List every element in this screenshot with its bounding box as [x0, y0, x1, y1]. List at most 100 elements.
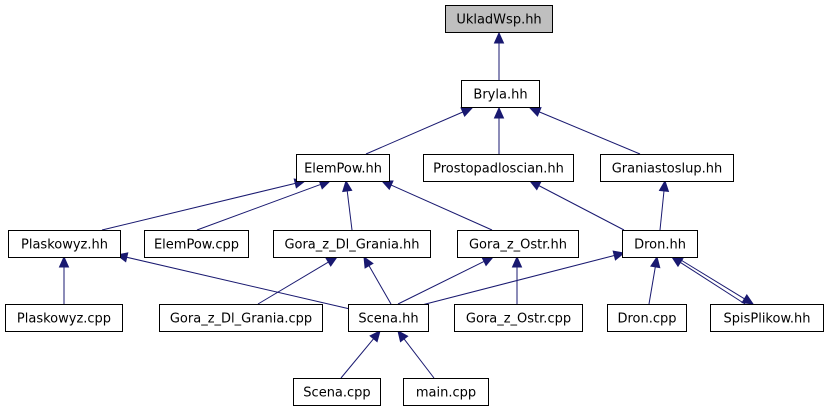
- node-label: Gora_z_Ostr.cpp: [466, 312, 571, 327]
- file-node-plaskowyz-hh[interactable]: Plaskowyz.hh: [8, 230, 121, 258]
- file-node-spisplikow[interactable]: SpisPlikow.hh: [710, 304, 824, 332]
- arrowhead-icon: [342, 179, 353, 193]
- arrowhead-icon: [493, 31, 505, 44]
- node-box: [457, 230, 579, 258]
- include-edge-bryla-to-ukladwsp: [493, 31, 505, 80]
- file-node-gora-dl-hh[interactable]: Gora_z_Dl_Grania.hh: [273, 230, 431, 258]
- edge-line: [659, 190, 665, 231]
- edge-line: [403, 338, 435, 379]
- arrowhead-icon: [528, 180, 542, 191]
- file-node-graniastoslup[interactable]: Graniastoslup.hh: [600, 154, 734, 182]
- node-label: Gora_z_Ostr.hh: [469, 238, 567, 253]
- include-edge-scena_cpp-to-scena_hh: [340, 330, 381, 379]
- node-box: [293, 378, 381, 406]
- include-edge-main_cpp-to-scena_hh: [397, 330, 435, 379]
- node-label: Scena.hh: [358, 312, 418, 327]
- arrowhead-icon: [650, 255, 661, 269]
- file-node-scena-hh[interactable]: Scena.hh: [348, 304, 429, 332]
- file-node-dron-hh[interactable]: Dron.hh: [622, 230, 698, 258]
- node-label: Scena.cpp: [303, 386, 370, 401]
- edge-line: [126, 256, 351, 310]
- edge-line: [390, 184, 493, 231]
- edge-line: [365, 111, 464, 155]
- node-label: ElemPow.cpp: [154, 238, 239, 253]
- arrowhead-icon: [363, 255, 374, 269]
- include-edge-dron_cpp-to-dron_hh: [648, 255, 661, 305]
- node-label: Dron.hh: [634, 238, 686, 253]
- arrowhead-icon: [58, 255, 70, 268]
- file-node-prostopadloscian[interactable]: Prostopadloscian.hh: [423, 154, 574, 182]
- file-node-ukladwsp: UkladWsp.hh: [445, 5, 553, 33]
- node-box: [144, 230, 249, 258]
- arrowhead-icon: [397, 330, 409, 343]
- include-edge-graniastoslup-to-bryla: [528, 107, 641, 155]
- arrowhead-icon: [460, 107, 474, 118]
- node-box: [622, 230, 698, 258]
- edge-line: [539, 111, 641, 155]
- file-node-main-cpp[interactable]: main.cpp: [403, 378, 489, 406]
- node-label: ElemPow.hh: [304, 162, 382, 177]
- node-box: [607, 304, 687, 332]
- file-node-gora-dl-cpp[interactable]: Gora_z_Dl_Grania.cpp: [159, 304, 323, 332]
- edge-line: [538, 185, 625, 231]
- node-box: [454, 304, 583, 332]
- node-box: [8, 230, 121, 258]
- node-box: [273, 230, 431, 258]
- include-edge-gora_ostr_cpp-to-gora_ostr_hh: [511, 255, 523, 304]
- include-edge-scena_hh-to-plaskowyz_hh: [115, 252, 351, 310]
- include-edge-plaskowyz_hh-to-elempow_hh: [101, 178, 307, 231]
- edge-line: [346, 190, 353, 231]
- arrowhead-icon: [612, 250, 626, 261]
- file-node-elempow-cpp[interactable]: ElemPow.cpp: [144, 230, 249, 258]
- include-edge-elempow_hh-to-bryla: [365, 107, 474, 155]
- node-label: SpisPlikow.hh: [723, 312, 810, 327]
- node-label: Plaskowyz.cpp: [17, 312, 111, 327]
- edges-layer: [58, 31, 755, 379]
- node-label: Graniastoslup.hh: [612, 162, 723, 177]
- node-box: [159, 304, 323, 332]
- node-box: [423, 154, 574, 182]
- edge-line: [413, 255, 615, 308]
- include-edge-gora_ostr_hh-to-elempow_hh: [380, 180, 493, 231]
- node-label: main.cpp: [416, 386, 476, 401]
- node-box: [296, 154, 390, 182]
- node-box: [403, 378, 489, 406]
- node-label: Dron.cpp: [617, 312, 676, 327]
- edge-line: [257, 261, 329, 305]
- edge-line: [340, 338, 374, 379]
- arrowhead-icon: [369, 330, 381, 343]
- edge-line: [675, 256, 745, 300]
- node-box: [710, 304, 824, 332]
- node-label: Gora_z_Dl_Grania.cpp: [170, 312, 312, 327]
- edge-line: [680, 261, 746, 305]
- node-box: [348, 304, 429, 332]
- edge-line: [397, 260, 485, 305]
- edge-line: [101, 182, 296, 231]
- file-node-plaskowyz-cpp[interactable]: Plaskowyz.cpp: [5, 304, 123, 332]
- arrowhead-icon: [481, 256, 495, 267]
- file-node-scena-cpp[interactable]: Scena.cpp: [293, 378, 381, 406]
- edge-line: [196, 183, 321, 231]
- arrowhead-icon: [380, 180, 394, 191]
- edge-line: [368, 265, 392, 305]
- node-label: Plaskowyz.hh: [21, 238, 108, 253]
- node-box: [445, 5, 553, 33]
- arrowhead-icon: [511, 255, 523, 268]
- file-node-dron-cpp[interactable]: Dron.cpp: [607, 304, 687, 332]
- file-node-elempow-hh[interactable]: ElemPow.hh: [296, 154, 390, 182]
- include-edge-scena_hh-to-gora_dl_hh: [363, 255, 392, 305]
- node-box: [461, 80, 540, 108]
- file-node-bryla[interactable]: Bryla.hh: [461, 80, 540, 108]
- node-label: Gora_z_Dl_Grania.hh: [284, 238, 419, 253]
- include-edge-dron_hh-to-graniastoslup: [658, 179, 670, 231]
- include-edge-dron_hh-to-spisplikow: [675, 256, 755, 305]
- file-node-gora-ostr-cpp[interactable]: Gora_z_Ostr.cpp: [454, 304, 583, 332]
- arrowhead-icon: [493, 106, 505, 119]
- include-edge-gora_dl_hh-to-elempow_hh: [342, 179, 353, 231]
- include-edge-dron_hh-to-prostopadloscian: [528, 180, 625, 231]
- node-box: [5, 304, 123, 332]
- file-node-gora-ostr-hh[interactable]: Gora_z_Ostr.hh: [457, 230, 579, 258]
- include-edge-scena_hh-to-gora_ostr_hh: [397, 256, 495, 305]
